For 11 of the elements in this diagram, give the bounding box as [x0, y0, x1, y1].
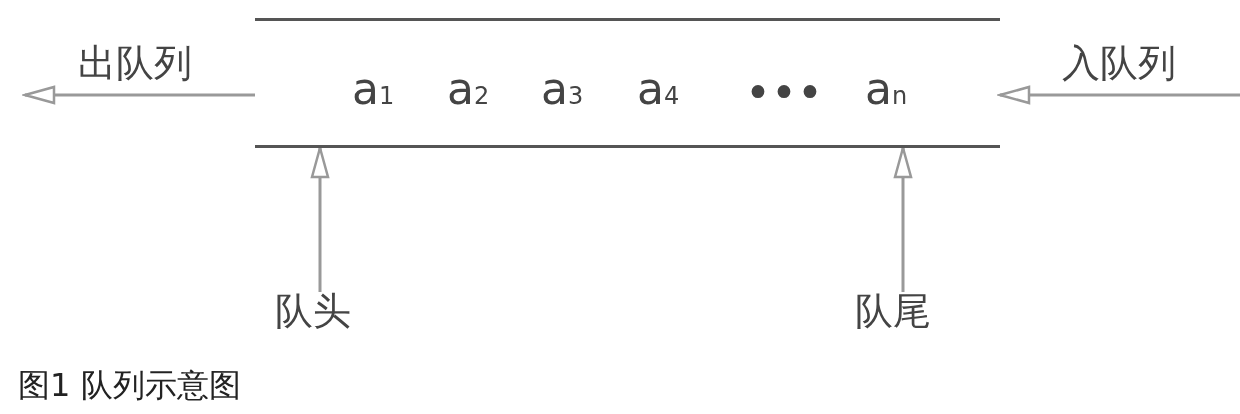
arrow — [310, 146, 330, 292]
queue-pointer-label: 队头 — [275, 292, 351, 330]
queue-band — [255, 18, 1000, 148]
edge-label: 出队列 — [78, 44, 192, 82]
arrow — [23, 85, 255, 105]
arrow — [998, 85, 1240, 105]
arrow — [893, 146, 913, 292]
queue-element: ••• — [745, 71, 823, 115]
caption: 图1 队列示意图 — [18, 368, 241, 404]
queue-pointer-label: 队尾 — [855, 292, 931, 330]
edge-label: 入队列 — [1062, 44, 1176, 82]
